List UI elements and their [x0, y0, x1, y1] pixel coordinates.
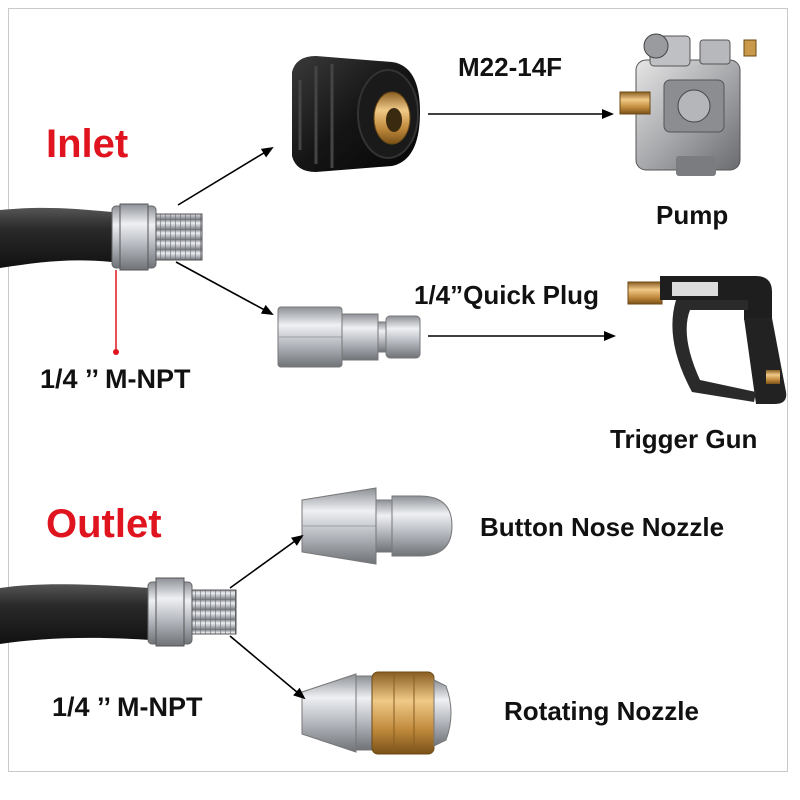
trigger-gun-label: Trigger Gun [610, 424, 758, 454]
inlet-hose-assembly [0, 203, 203, 271]
rotating-nozzle [301, 671, 452, 755]
inlet-hose [0, 207, 112, 268]
arrow-to-button-nose-nozzle [229, 534, 304, 589]
outlet-male-thread [191, 589, 237, 635]
m22-connector-label: M22-14F [458, 52, 563, 82]
button-nose-nozzle-label: Button Nose Nozzle [480, 512, 725, 542]
inlet-heading: Inlet [46, 122, 129, 166]
quick-plug [277, 306, 421, 368]
rotating-nozzle-label: Rotating Nozzle [504, 696, 699, 726]
arrow-to-rotating-nozzle [229, 635, 306, 700]
arrow-to-quick-plug [175, 261, 274, 315]
outlet-hose-assembly [0, 577, 237, 647]
inlet-male-thread [155, 213, 203, 261]
trigger-gun [627, 276, 787, 404]
outlet-hose [0, 584, 150, 644]
m22-coupler [292, 56, 420, 172]
pressure-washer-pump [619, 33, 757, 176]
outlet-heading: Outlet [46, 502, 162, 546]
inlet-hex-nut [119, 203, 149, 271]
arrow-to-m22-coupler [177, 146, 274, 206]
inlet-thread-label: 1/4 ’’ M-NPT [40, 364, 191, 394]
inlet-thread-leader-dot [113, 349, 119, 355]
pump-label: Pump [656, 200, 729, 230]
outlet-hex-nut [155, 577, 185, 647]
button-nose-nozzle [301, 487, 453, 565]
outlet-thread-label: 1/4 ’’ M-NPT [52, 692, 203, 722]
quick-plug-label: 1/4”Quick Plug [414, 280, 599, 310]
image-frame [8, 8, 788, 772]
